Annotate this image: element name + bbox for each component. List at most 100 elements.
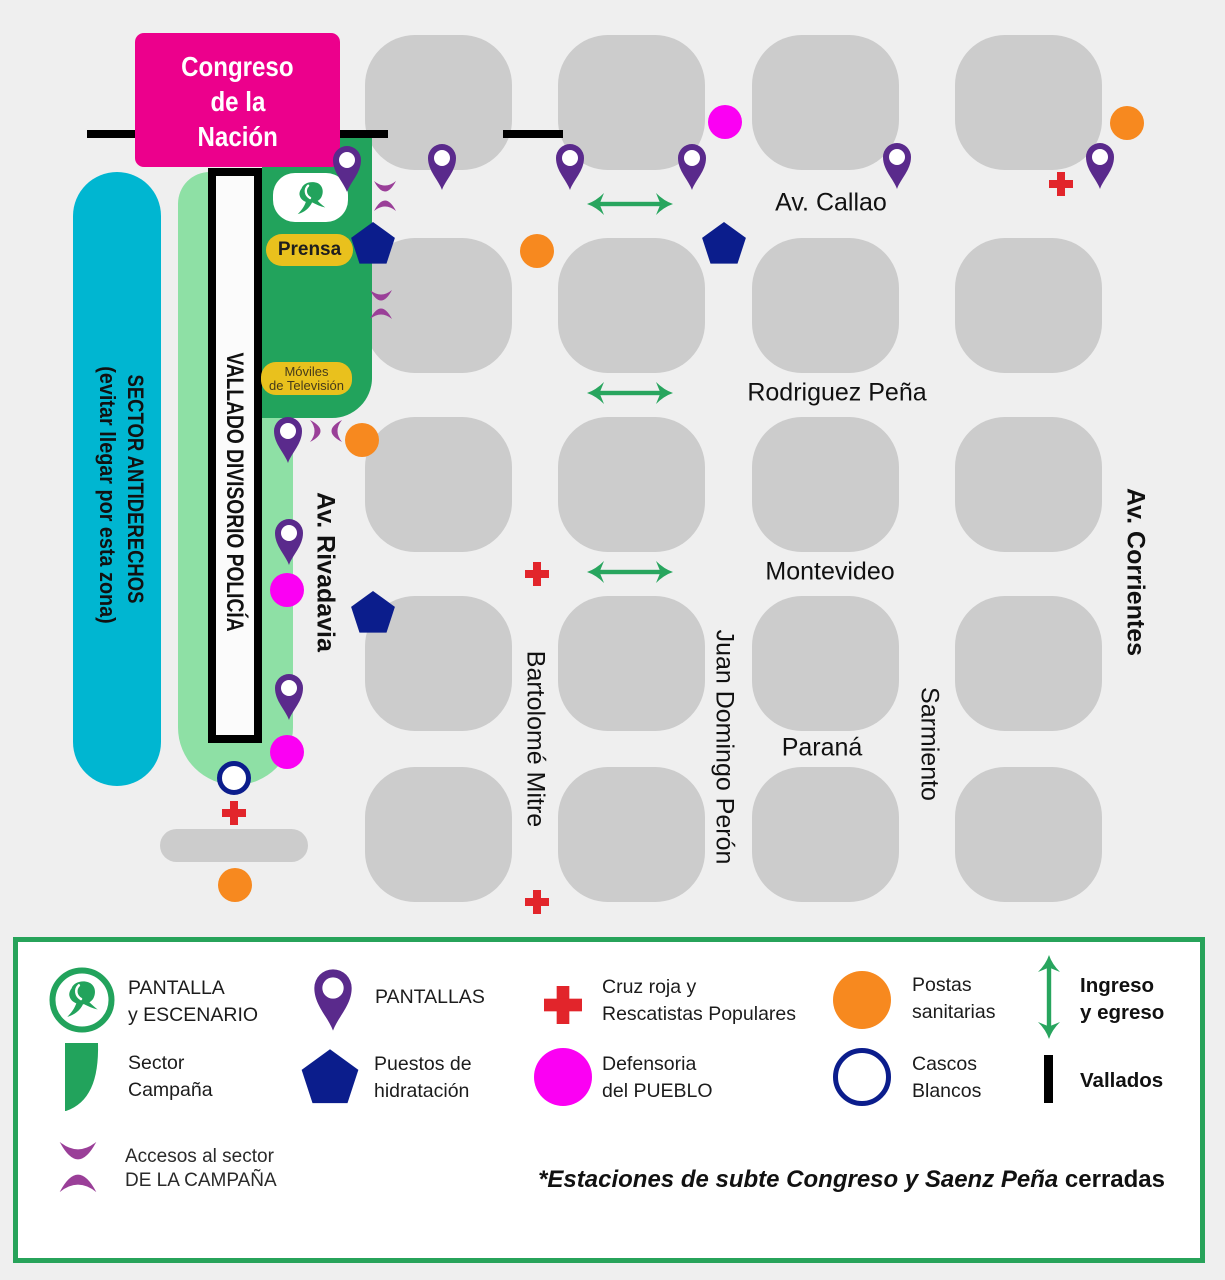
note-stations-text: *Estaciones de subte Congreso y Saenz Pe… xyxy=(538,1166,1059,1193)
posta-sanitaria-icon xyxy=(1110,106,1144,140)
campaign-access-icon xyxy=(373,199,397,212)
legend-label-line: Postas xyxy=(912,973,972,996)
street-label-av-rivadavia: Av. Rivadavia xyxy=(311,492,340,652)
map-pin-icon xyxy=(313,968,353,1032)
legend-label-line: Defensoria xyxy=(602,1052,697,1075)
city-block xyxy=(558,35,705,170)
legend-label-line: Sector xyxy=(128,1051,185,1074)
pantalla-pin-icon xyxy=(427,143,457,191)
campaign-access-icon xyxy=(369,307,393,320)
congreso-label-line: de la xyxy=(210,85,265,117)
legend-label-line: Cruz roja y xyxy=(602,975,697,998)
moviles-label-line: de Televisión xyxy=(269,377,344,393)
campaign-access-icon xyxy=(330,419,343,443)
legend-label-line: Campaña xyxy=(128,1078,213,1101)
city-block xyxy=(955,35,1102,170)
city-block xyxy=(365,767,512,902)
street-label-montevideo: Montevideo xyxy=(765,557,895,586)
posta-sanitaria-icon xyxy=(520,234,554,268)
campaign-access-icon xyxy=(369,289,393,302)
pantalla-pin-icon xyxy=(555,143,585,191)
campaign-access-icon xyxy=(373,180,397,193)
street-label-av-callao: Av. Callao xyxy=(775,188,887,217)
street-label-parana: Paraná xyxy=(781,733,863,762)
legend-label-pantalla-escenario: PANTALLA y ESCENARIO xyxy=(128,975,258,1029)
city-block xyxy=(752,238,899,373)
sector-antiderechos-title: SECTOR ANTIDERECHOS xyxy=(123,374,148,604)
congreso-label-line: Congreso xyxy=(181,50,294,82)
legend-label-sector-campana: Sector Campaña xyxy=(128,1050,213,1104)
sector-antiderechos-zone xyxy=(73,172,161,786)
legend: PANTALLA y ESCENARIO PANTALLAS Cruz roja… xyxy=(13,937,1205,1263)
moviles-television-badge: Móviles de Televisión xyxy=(261,362,352,395)
street-label-juan-domingo-peron: Juan Domingo Perón xyxy=(710,629,739,865)
legend-label-line: Cascos xyxy=(912,1052,978,1075)
posta-sanitaria-icon xyxy=(345,423,379,457)
double-arrow-icon xyxy=(1038,955,1060,1039)
subway-closure-note: *Estaciones de subte Congreso y Saenz Pe… xyxy=(538,1166,1165,1194)
ingreso-egreso-arrow-icon xyxy=(587,561,673,583)
pantalla-pin-icon xyxy=(274,518,304,566)
city-block xyxy=(558,596,705,731)
vallado-divisorio-policia xyxy=(208,168,262,743)
city-block xyxy=(955,596,1102,731)
gray-block-strip xyxy=(160,829,308,862)
orange-dot-icon xyxy=(833,971,891,1029)
street-label-sarmiento: Sarmiento xyxy=(915,687,944,801)
city-block xyxy=(955,767,1102,902)
city-block xyxy=(752,417,899,552)
posta-sanitaria-icon xyxy=(218,868,252,902)
legend-label-line: Accesos al sector xyxy=(125,1146,274,1167)
legend-label-line: PANTALLA xyxy=(128,976,225,999)
city-block xyxy=(955,238,1102,373)
ingreso-egreso-arrow-icon xyxy=(587,382,673,404)
green-sector-shape-icon xyxy=(65,1043,99,1111)
pantalla-pin-icon xyxy=(273,416,303,464)
legend-label-defensoria: Defensoria del PUEBLO xyxy=(602,1051,713,1105)
black-bar-icon xyxy=(1044,1055,1053,1103)
city-block xyxy=(365,417,512,552)
street-label-bartolome-mitre: Bartolomé Mitre xyxy=(521,650,550,828)
legend-label-line: Vallados xyxy=(1080,1068,1164,1092)
sector-antiderechos-subtitle: (evitar llegar por esta zona) xyxy=(95,366,120,624)
legend-label-line: sanitarias xyxy=(912,1000,996,1023)
pantalla-pin-icon xyxy=(332,145,362,193)
legend-label-line: Rescatistas Populares xyxy=(602,1002,797,1025)
street-label-rodriguez-pena: Rodriguez Peña xyxy=(747,378,927,407)
legend-label-line: Puestos de xyxy=(374,1052,472,1075)
legend-label-line: PANTALLAS xyxy=(375,985,485,1008)
legend-label-ingreso-egreso: Ingreso y egreso xyxy=(1080,972,1164,1026)
pantalla-pin-icon xyxy=(274,673,304,721)
legend-label-cascos-blancos: Cascos Blancos xyxy=(912,1051,981,1105)
pantalla-pin-icon xyxy=(1085,142,1115,190)
city-block xyxy=(752,35,899,170)
prensa-label: Prensa xyxy=(277,239,342,260)
congreso-building: Congreso de la Nación xyxy=(135,33,340,167)
campaign-access-icon xyxy=(309,419,322,443)
city-block xyxy=(365,238,512,373)
city-block xyxy=(558,767,705,902)
navy-pentagon-icon xyxy=(300,1048,360,1105)
moviles-label-line: Móviles xyxy=(284,363,329,379)
congreso-label-line: Nación xyxy=(197,120,278,152)
legend-label-line: Ingreso xyxy=(1080,973,1155,997)
cruz-roja-icon xyxy=(1049,172,1073,196)
pantalla-pin-icon xyxy=(882,142,912,190)
city-block xyxy=(752,767,899,902)
hydration-post-icon xyxy=(350,590,396,634)
legend-label-cruz-roja: Cruz roja y Rescatistas Populares xyxy=(602,974,796,1028)
legend-label-pantallas: PANTALLAS xyxy=(375,984,485,1011)
vallado-line xyxy=(503,130,563,138)
hydration-post-icon xyxy=(350,221,396,265)
prensa-badge: Prensa xyxy=(266,234,353,266)
legend-label-hidratacion: Puestos de hidratación xyxy=(374,1051,472,1105)
navy-ring-icon xyxy=(833,1048,891,1106)
cruz-roja-icon xyxy=(525,890,549,914)
legend-label-line: DE LA CAMPAÑA xyxy=(125,1170,277,1191)
legend-label-line: del PUEBLO xyxy=(602,1079,713,1102)
legend-label-line: Blancos xyxy=(912,1079,982,1102)
hydration-post-icon xyxy=(701,221,747,265)
crescent-arcs-icon xyxy=(58,1172,98,1194)
crescent-arcs-icon xyxy=(58,1140,98,1162)
